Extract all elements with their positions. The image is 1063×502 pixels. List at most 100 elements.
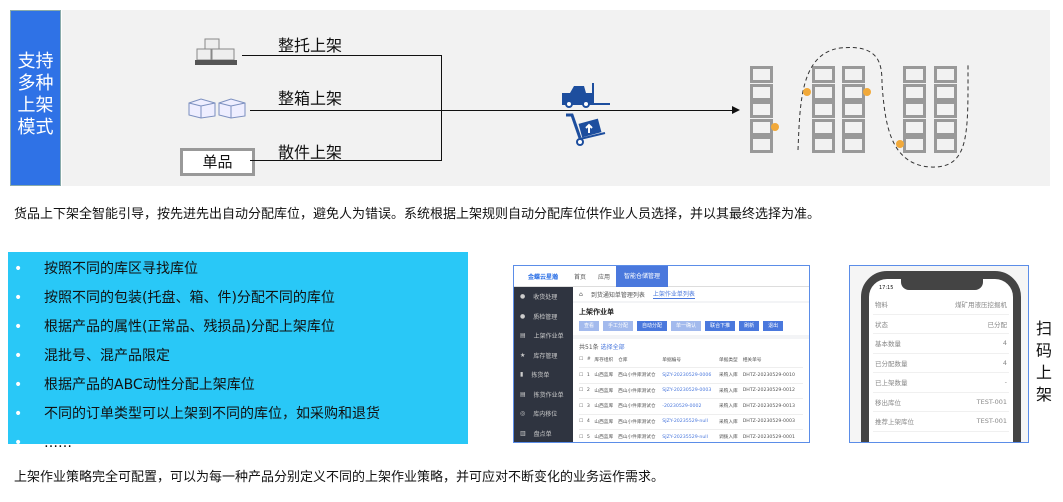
push-button[interactable]: 联合下推: [705, 321, 736, 331]
detail-row: 推荐上架库位 TEST-001: [873, 412, 1009, 432]
rack-cell: [842, 136, 865, 153]
rack-cell: [812, 83, 835, 101]
manual-assign-button[interactable]: 手工分配: [603, 321, 634, 331]
sidebar-item[interactable]: ◎库内移位: [520, 410, 558, 419]
rack-cell: [812, 66, 835, 83]
phone-time: 17:15: [879, 285, 894, 291]
connector-line: [441, 55, 442, 161]
connector-line: [250, 160, 442, 161]
detail-label: 状态: [875, 320, 888, 329]
row-checkbox[interactable]: ☐: [579, 367, 587, 384]
rack-cell: [842, 66, 865, 83]
table-cell: 4: [586, 414, 595, 430]
table-cell[interactable]: SJZY-20235529-null: [662, 429, 719, 442]
breadcrumb-item[interactable]: 上架作业单列表: [652, 291, 695, 299]
rack-cell: [903, 136, 926, 153]
rack-cell: [812, 118, 835, 136]
row-checkbox[interactable]: ☐: [579, 383, 587, 399]
home-icon[interactable]: ⌂: [579, 290, 583, 298]
auto-assign-button[interactable]: 自动分配: [637, 321, 668, 331]
feature-item: 按照不同的包装(托盘、箱、件)分配不同的库位: [8, 286, 468, 315]
table-cell: 5: [586, 429, 595, 442]
table-cell: 采购入库: [718, 383, 743, 399]
detail-value: 4: [1002, 339, 1007, 348]
app-logo: 金蝶云星瀚: [528, 273, 559, 281]
rack-cell: [812, 136, 835, 153]
table-cell: DHTZ-20230529-0012: [742, 383, 803, 399]
feature-item: 混批号、混产品限定: [8, 344, 468, 373]
detail-label: 基本数量: [875, 340, 901, 349]
breadcrumb-item[interactable]: 到货通知单管理列表: [590, 291, 645, 299]
table-cell: 西山小件库测试仓: [618, 398, 663, 415]
table-cell[interactable]: SJZY-20230529-0003: [662, 383, 719, 399]
rack-cell: [934, 118, 957, 136]
rack-cell: [842, 118, 865, 136]
sidebar-item[interactable]: ▥盘点单: [520, 429, 552, 438]
rack-cell: [903, 66, 926, 83]
nav-wms[interactable]: 智能仓储管理: [616, 266, 669, 287]
location-dot: [771, 123, 779, 131]
mode-piece-label: 散件上架: [278, 143, 343, 162]
rack-cell: [750, 101, 773, 118]
refresh-button[interactable]: 刷新: [739, 321, 760, 331]
app-sidebar: ●收货处理 ●质检管理 ▤上架作业单 ★库存管理 ▮拣货单 ▤拣货作业单 ◎库内…: [514, 287, 573, 442]
rack-cell: [934, 136, 957, 153]
table-cell: DHTZ-20230529-0003: [742, 414, 803, 430]
forklift-cart-icon: [562, 83, 610, 146]
location-dot: [863, 88, 871, 96]
table-cell[interactable]: -20230529-0002: [662, 398, 719, 415]
single-item-box: 单品: [180, 148, 255, 176]
table-cell: 3: [586, 398, 595, 415]
select-all-link[interactable]: 选择全部: [600, 344, 625, 351]
sidebar-item[interactable]: ▤上架作业单: [520, 332, 564, 341]
table-cell[interactable]: SJZY-20230529-0006: [662, 367, 719, 384]
nav-apps[interactable]: 应用: [598, 273, 611, 281]
sidebar-item[interactable]: ★库存管理: [520, 351, 558, 360]
bottom-description: 上架作业策略完全可配置，可以为每一种产品分别定义不同的上架作业策略，并可应对不断…: [14, 470, 665, 485]
exit-button[interactable]: 退出: [763, 321, 784, 331]
table-cell: DHTZ-20230529-0001: [742, 429, 803, 442]
table-cell: 采购入库: [718, 398, 743, 415]
location-dot: [896, 140, 904, 148]
sidebar-item[interactable]: ▮拣货单: [520, 371, 550, 380]
detail-value: TEST-001: [976, 417, 1007, 426]
rack-cell: [903, 118, 926, 136]
row-checkbox[interactable]: ☐: [579, 414, 587, 430]
sidebar-item[interactable]: ●质检管理: [520, 312, 558, 321]
confirm-button[interactable]: 单一确认: [671, 321, 702, 331]
rack-cell: [812, 101, 835, 118]
nav-home[interactable]: 首页: [574, 273, 587, 281]
table-cell[interactable]: SJZY-20235529-null: [662, 414, 719, 430]
row-checkbox[interactable]: ☐: [579, 398, 587, 415]
view-button[interactable]: 查看: [579, 321, 600, 331]
detail-label: 推荐上架库位: [875, 418, 914, 427]
sidebar-item[interactable]: ●收货处理: [520, 293, 558, 302]
sidebar-item[interactable]: ▤拣货作业单: [520, 390, 564, 399]
table-cell: 采购入库: [718, 414, 743, 430]
feature-list: 按照不同的库区寻找库位 按照不同的包装(托盘、箱、件)分配不同的库位 根据产品的…: [8, 252, 468, 456]
location-dot: [803, 88, 811, 96]
detail-row: 已上架数量-: [873, 373, 1009, 393]
rack-cell: [750, 136, 773, 153]
feature-item: 根据产品的ABC动性分配上架库位: [8, 373, 468, 402]
row-checkbox[interactable]: ☐: [579, 429, 587, 442]
path-route-line: [797, 47, 969, 168]
rack-cell: [934, 83, 957, 101]
rack-cell: [750, 83, 773, 101]
feature-item: 根据产品的属性(正常品、残损品)分配上架库位: [8, 315, 468, 344]
feature-item: 不同的订单类型可以上架到不同的库位，如采购和退货: [8, 402, 468, 431]
record-count: 共51条: [579, 344, 599, 351]
table-cell: 1: [586, 367, 595, 384]
detail-row: 基本数量 4: [873, 334, 1009, 354]
top-description: 货品上下架全智能引导，按先进先出自动分配库位，避免人为错误。系统根据上架规则自动…: [14, 207, 821, 222]
detail-value: 已分配: [987, 320, 1008, 329]
rack-cell: [903, 83, 926, 101]
app-screenshot: 金蝶云星瀚 首页 应用 智能仓储管理 ●收货处理 ●质检管理 ▤上架作业单 ★库…: [513, 265, 810, 443]
connector-line: [242, 55, 442, 56]
